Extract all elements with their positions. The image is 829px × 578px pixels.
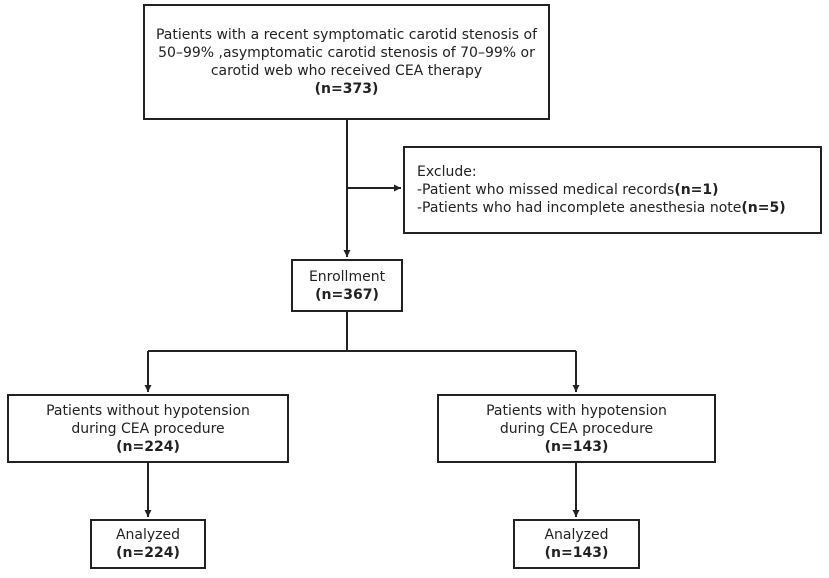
exclusion-heading: Exclude: (417, 164, 477, 180)
exclusion-item-incomplete-anesthesia: -Patients who had incomplete anesthesia … (417, 200, 786, 216)
initial-patients-box: Patients with a recent symptomatic carot… (143, 4, 550, 120)
no-hypotension-box: Patients without hypotension during CEA … (7, 394, 289, 463)
no-hypotension-line-2: during CEA procedure (71, 420, 225, 437)
no-hypotension-count: (n=224) (116, 438, 180, 455)
hypotension-line-2: during CEA procedure (499, 420, 654, 437)
initial-line-1: Patients with a recent symptomatic carot… (155, 27, 538, 43)
exclusion-item-missed-records: -Patient who missed medical records(n=1) (417, 182, 719, 198)
initial-line-2: 50–99% ,asymptomatic carotid stenosis of… (158, 45, 535, 61)
analyzed-hypotension-label: Analyzed (544, 527, 609, 543)
hypotension-box: Patients with hypotension during CEA pro… (437, 394, 716, 463)
analyzed-hypotension-count: (n=143) (544, 545, 609, 561)
hypotension-line-1: Patients with hypotension (486, 402, 667, 419)
analyzed-no-hypotension-label: Analyzed (115, 527, 181, 543)
hypotension-count: (n=143) (544, 438, 609, 455)
enrollment-box: Enrollment (n=367) (291, 259, 403, 312)
no-hypotension-line-1: Patients without hypotension (46, 402, 250, 419)
analyzed-hypotension-box: Analyzed (n=143) (513, 519, 640, 569)
initial-count: (n=373) (314, 81, 379, 97)
initial-line-3: carotid web who received CEA therapy (210, 63, 483, 79)
enrollment-label: Enrollment (308, 268, 386, 285)
analyzed-no-hypotension-count: (n=224) (116, 545, 180, 561)
enrollment-count: (n=367) (315, 286, 379, 303)
exclusion-box: Exclude: -Patient who missed medical rec… (403, 146, 822, 234)
analyzed-no-hypotension-box: Analyzed (n=224) (90, 519, 206, 569)
